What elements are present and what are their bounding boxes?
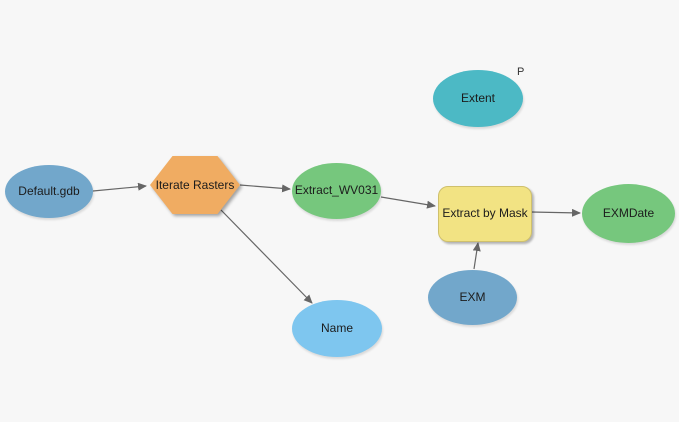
connector-iteraterasters-to-name[interactable]: [220, 209, 313, 304]
node-exmdate-label: EXMDate: [602, 205, 655, 220]
hexagon-shape: Iterate Rasters: [150, 156, 240, 214]
node-default-gdb[interactable]: Default.gdb: [5, 165, 93, 218]
connector-defaultgdb-to-iteraterasters[interactable]: [92, 182, 147, 192]
parameter-badge: P: [517, 66, 525, 78]
connector-exm-to-extractbymask[interactable]: [472, 242, 481, 270]
node-extract-by-mask-label: Extract by Mask: [442, 206, 528, 221]
node-default-gdb-label: Default.gdb: [18, 183, 80, 198]
node-extract-by-mask[interactable]: Extract by Mask: [438, 186, 532, 242]
node-extract-wv031-label: Extract_WV031: [294, 183, 379, 198]
connector-extractwv031-to-extractbymask[interactable]: [380, 196, 436, 209]
node-iterate-rasters[interactable]: Iterate Rasters: [150, 156, 240, 214]
node-extract-wv031[interactable]: Extract_WV031: [292, 163, 381, 219]
node-name[interactable]: Name: [292, 300, 382, 357]
node-exm[interactable]: EXM: [428, 270, 517, 325]
connector-extractbymask-to-exmdate[interactable]: [530, 208, 581, 217]
node-name-label: Name: [320, 320, 353, 335]
node-exm-label: EXM: [459, 289, 486, 304]
node-extent-label: Extent: [460, 90, 496, 105]
node-iterate-rasters-label: Iterate Rasters: [155, 178, 235, 192]
connector-iteraterasters-to-extractwv031[interactable]: [239, 184, 291, 193]
node-exmdate[interactable]: EXMDate: [582, 184, 675, 243]
node-extent[interactable]: Extent: [433, 70, 523, 127]
